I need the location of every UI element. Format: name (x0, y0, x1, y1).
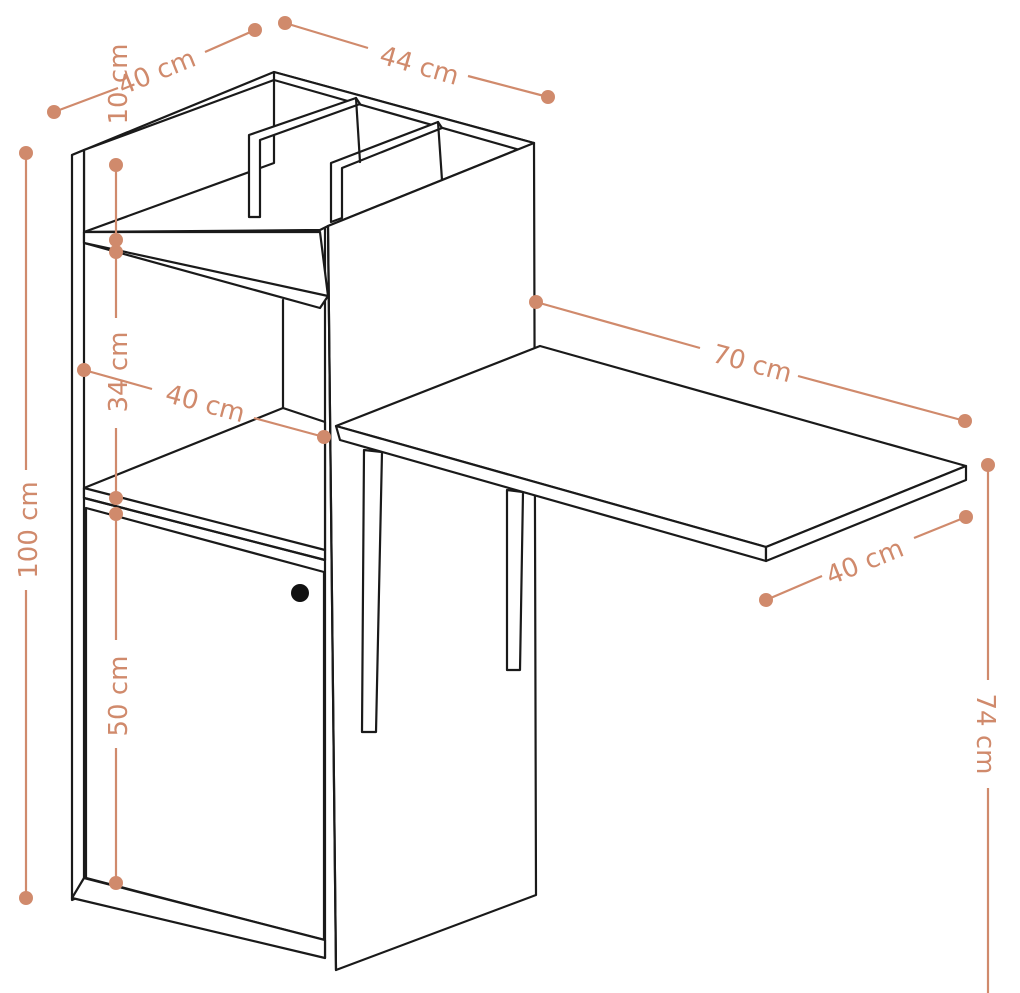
label-desk-width: 70 cm (709, 339, 795, 389)
label-middle-shelf-height: 34 cm (104, 332, 134, 413)
left-side-panel (70, 148, 86, 902)
dim-top-shelf-height: 10 cm (104, 44, 134, 247)
label-shelf-depth: 40 cm (162, 379, 248, 429)
dim-middle-shelf-height: 34 cm (104, 245, 134, 505)
dim-desk-height: 74 cm (970, 458, 1000, 993)
label-total-height: 100 cm (14, 481, 44, 579)
dim-total-height: 100 cm (14, 146, 44, 905)
label-desk-height: 74 cm (970, 694, 1000, 775)
desk-top-side-edge (764, 464, 968, 563)
label-top-width: 44 cm (376, 41, 462, 92)
label-top-shelf-height: 10 cm (104, 44, 134, 125)
furniture-drawing (70, 70, 968, 972)
dim-cabinet-height: 50 cm (104, 507, 134, 890)
cabinet-base (70, 876, 327, 960)
desk-leg-back (505, 488, 525, 672)
door-knob (291, 584, 309, 602)
label-desk-depth: 40 cm (822, 534, 908, 592)
right-side-panel (326, 141, 538, 972)
label-cabinet-height: 50 cm (104, 656, 134, 737)
middle-shelf (82, 406, 327, 562)
